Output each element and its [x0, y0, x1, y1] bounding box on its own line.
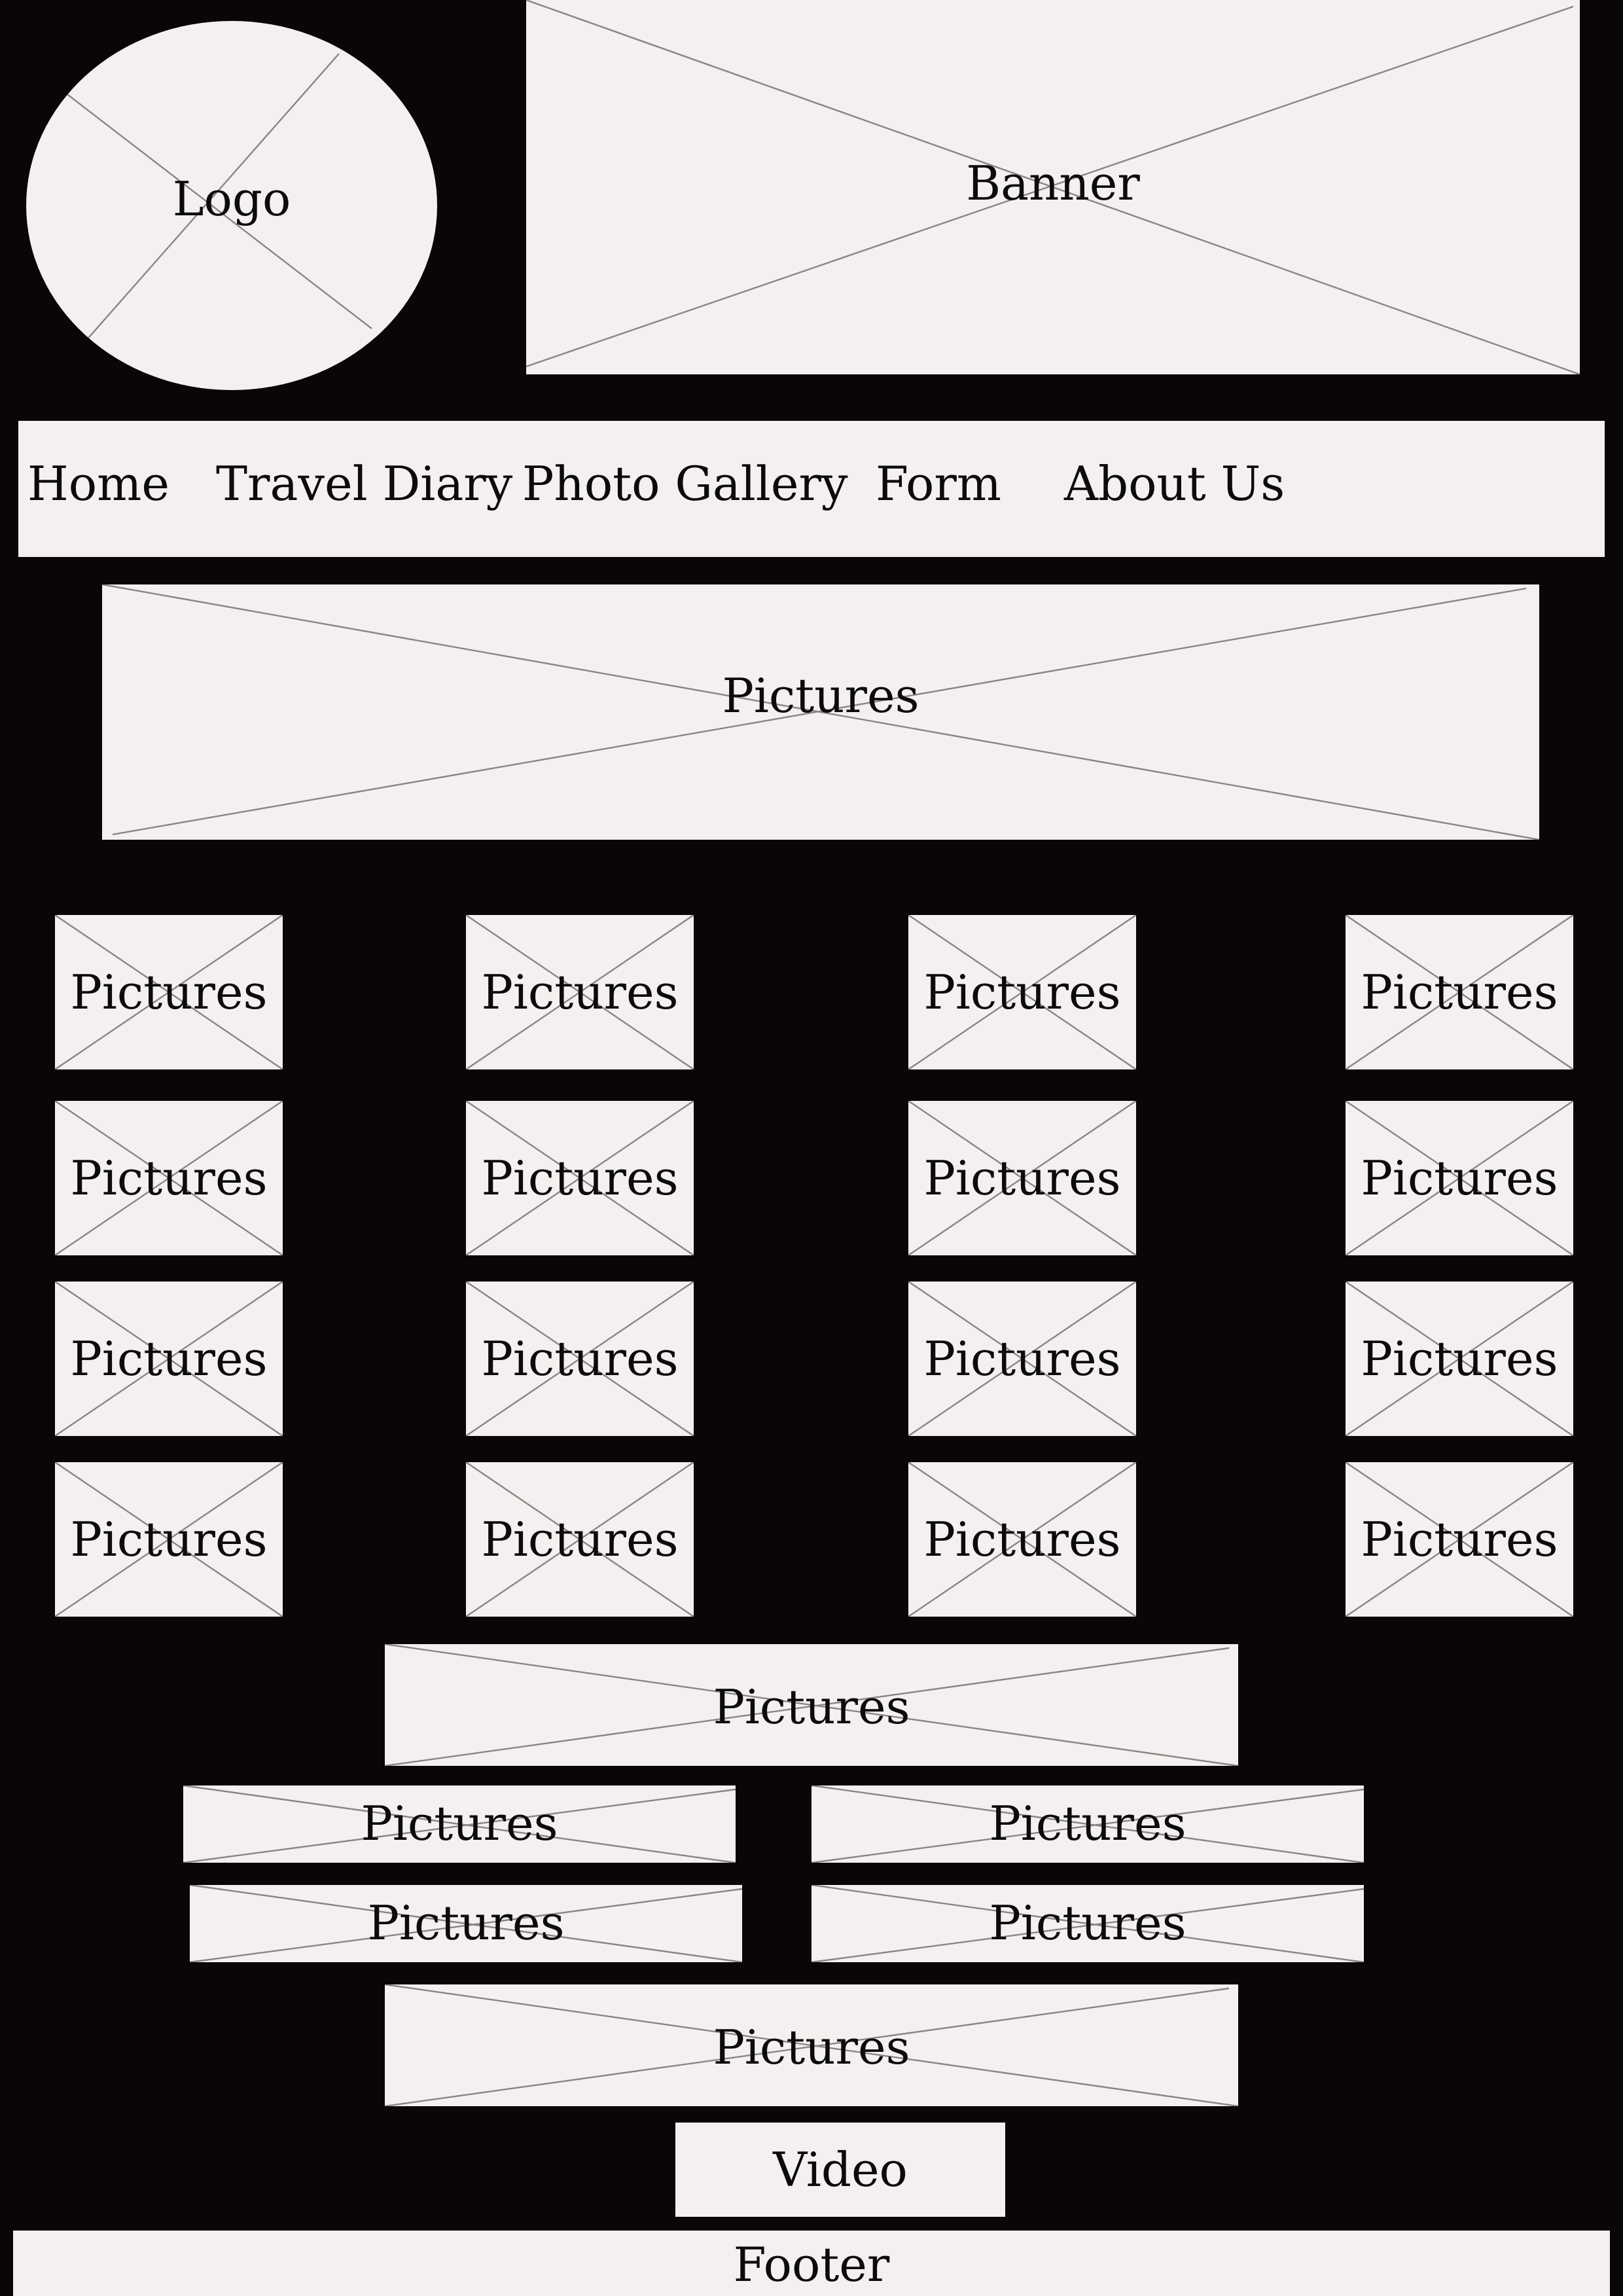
- grid-picture[interactable]: Pictures: [1346, 1101, 1573, 1255]
- wide-picture[interactable]: Pictures: [385, 1984, 1238, 2106]
- grid-picture[interactable]: Pictures: [466, 1101, 694, 1255]
- placeholder-cross-icon: [183, 1785, 736, 1863]
- medium-picture[interactable]: Pictures: [190, 1885, 742, 1962]
- grid-picture[interactable]: Pictures: [908, 915, 1136, 1069]
- nav-item-form[interactable]: Form: [876, 456, 1002, 511]
- placeholder-cross-icon: [526, 0, 1580, 374]
- picture-label: Pictures: [70, 965, 268, 1020]
- placeholder-cross-icon: [908, 1101, 1136, 1255]
- grid-picture[interactable]: Pictures: [55, 915, 283, 1069]
- medium-picture[interactable]: Pictures: [183, 1785, 736, 1863]
- medium-picture[interactable]: Pictures: [812, 1885, 1364, 1962]
- picture-label: Pictures: [361, 1796, 558, 1851]
- logo-placeholder[interactable]: Logo: [26, 21, 437, 390]
- grid-picture[interactable]: Pictures: [1346, 915, 1573, 1069]
- grid-picture[interactable]: Pictures: [466, 1282, 694, 1436]
- placeholder-cross-icon: [1346, 1282, 1573, 1436]
- grid-picture[interactable]: Pictures: [908, 1462, 1136, 1617]
- wide-picture[interactable]: Pictures: [385, 1644, 1238, 1766]
- grid-picture[interactable]: Pictures: [466, 915, 694, 1069]
- placeholder-cross-icon: [190, 1885, 742, 1962]
- picture-label: Pictures: [481, 965, 679, 1020]
- grid-picture[interactable]: Pictures: [1346, 1462, 1573, 1617]
- picture-label: Pictures: [923, 965, 1121, 1020]
- placeholder-cross-icon: [466, 1101, 694, 1255]
- banner-label: Banner: [966, 156, 1140, 211]
- placeholder-cross-icon: [55, 1282, 283, 1436]
- placeholder-cross-icon: [1346, 915, 1573, 1069]
- picture-label: Pictures: [70, 1512, 268, 1567]
- video-placeholder[interactable]: Video: [675, 2123, 1005, 2217]
- placeholder-cross-icon: [908, 1462, 1136, 1617]
- hero-picture[interactable]: Pictures: [102, 584, 1539, 840]
- nav-bar: Home Travel Diary Photo Gallery Form Abo…: [18, 421, 1605, 557]
- picture-label: Pictures: [70, 1331, 268, 1386]
- placeholder-cross-icon: [908, 1282, 1136, 1436]
- picture-label: Pictures: [1361, 1331, 1558, 1386]
- nav-item-home[interactable]: Home: [27, 456, 170, 511]
- placeholder-cross-icon: [908, 915, 1136, 1069]
- placeholder-cross-icon: [385, 1984, 1238, 2106]
- picture-label: Pictures: [713, 1679, 910, 1734]
- placeholder-cross-icon: [65, 53, 372, 342]
- placeholder-cross-icon: [466, 1282, 694, 1436]
- grid-picture[interactable]: Pictures: [1346, 1282, 1573, 1436]
- placeholder-cross-icon: [1346, 1462, 1573, 1617]
- nav-item-travel-diary[interactable]: Travel Diary: [216, 456, 513, 511]
- picture-label: Pictures: [1361, 1512, 1558, 1567]
- footer: Footer: [13, 2231, 1610, 2296]
- medium-picture[interactable]: Pictures: [812, 1785, 1364, 1863]
- picture-label: Pictures: [923, 1512, 1121, 1567]
- placeholder-cross-icon: [55, 915, 283, 1069]
- picture-label: Pictures: [367, 1895, 565, 1950]
- picture-label: Pictures: [70, 1151, 268, 1206]
- grid-picture[interactable]: Pictures: [55, 1101, 283, 1255]
- picture-label: Pictures: [989, 1895, 1186, 1950]
- video-label: Video: [773, 2142, 908, 2197]
- banner-placeholder: Banner: [526, 0, 1580, 374]
- logo-label: Logo: [172, 171, 291, 226]
- picture-label: Pictures: [713, 2020, 910, 2075]
- picture-label: Pictures: [923, 1151, 1121, 1206]
- picture-label: Pictures: [1361, 1151, 1558, 1206]
- grid-picture[interactable]: Pictures: [908, 1101, 1136, 1255]
- grid-picture[interactable]: Pictures: [55, 1282, 283, 1436]
- placeholder-cross-icon: [1346, 1101, 1573, 1255]
- picture-label: Pictures: [722, 668, 919, 723]
- picture-label: Pictures: [481, 1151, 679, 1206]
- grid-picture[interactable]: Pictures: [55, 1462, 283, 1617]
- picture-label: Pictures: [481, 1331, 679, 1386]
- picture-label: Pictures: [989, 1796, 1186, 1851]
- placeholder-cross-icon: [812, 1885, 1364, 1962]
- placeholder-cross-icon: [466, 1462, 694, 1617]
- picture-label: Pictures: [1361, 965, 1558, 1020]
- footer-label: Footer: [733, 2237, 890, 2292]
- nav-item-photo-gallery[interactable]: Photo Gallery: [522, 456, 848, 511]
- placeholder-cross-icon: [812, 1785, 1364, 1863]
- nav-item-about-us[interactable]: About Us: [1064, 456, 1285, 511]
- picture-label: Pictures: [481, 1512, 679, 1567]
- placeholder-cross-icon: [385, 1644, 1238, 1766]
- grid-picture[interactable]: Pictures: [908, 1282, 1136, 1436]
- placeholder-cross-icon: [55, 1462, 283, 1617]
- picture-label: Pictures: [923, 1331, 1121, 1386]
- grid-picture[interactable]: Pictures: [466, 1462, 694, 1617]
- placeholder-cross-icon: [55, 1101, 283, 1255]
- placeholder-cross-icon: [466, 915, 694, 1069]
- placeholder-cross-icon: [102, 584, 1539, 840]
